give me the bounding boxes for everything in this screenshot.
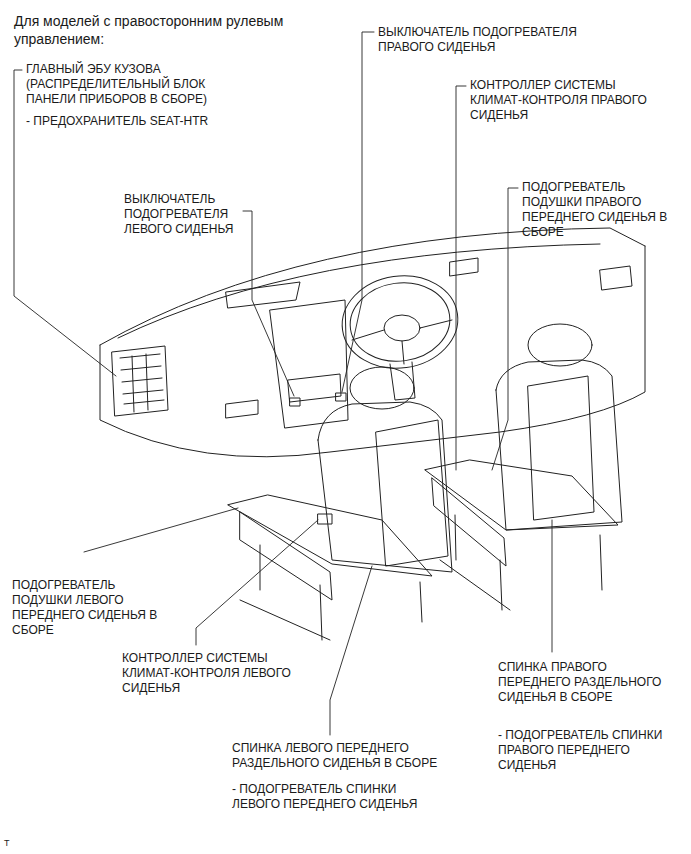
label-slot: ВЫКЛЮЧАТЕЛЬ ПОДОГРЕВАТЕЛЯ ЛЕВОГО СИДЕНЬЯ — [124, 192, 242, 237]
label-slot: СПИНКА ПРАВОГО ПЕРЕДНЕГО РАЗДЕЛЬНОГО СИД… — [498, 660, 668, 705]
part-label: КОНТРОЛЛЕР СИСТЕМЫ КЛИМАТ-КОНТРОЛЯ ЛЕВОГ… — [122, 651, 297, 696]
part-label: ГЛАВНЫЙ ЭБУ КУЗОВА (РАСПРЕДЕЛИТЕЛЬНЫЙ БЛ… — [26, 62, 241, 107]
steering-wheel — [336, 268, 464, 375]
dashboard — [270, 300, 348, 428]
body-ecu — [132, 354, 148, 412]
part-label: ВЫКЛЮЧАТЕЛЬ ПОДОГРЕВАТЕЛЯ ЛЕВОГО СИДЕНЬЯ — [124, 192, 242, 237]
right-front-seat — [432, 478, 506, 566]
part-sublabel: - ПОДОГРЕВАТЕЛЬ СПИНКИ ЛЕВОГО ПЕРЕДНЕГО … — [232, 782, 447, 812]
left-front-seat — [318, 402, 452, 572]
right-front-seat — [425, 460, 618, 530]
leader-line — [196, 520, 318, 645]
left-front-seat — [228, 495, 432, 576]
diagram-title: Для моделей с правосторонним рулевым упр… — [14, 12, 294, 48]
label-slot: ПОДОГРЕВАТЕЛЬ ПОДУШКИ ПРАВОГО ПЕРЕДНЕГО … — [522, 180, 682, 240]
label-slot: СПИНКА ЛЕВОГО ПЕРЕДНЕГО РАЗДЕЛЬНОГО СИДЕ… — [232, 741, 447, 771]
part-label: КОНТРОЛЛЕР СИСТЕМЫ КЛИМАТ-КОНТРОЛЯ ПРАВО… — [470, 78, 670, 123]
label-slot: ГЛАВНЫЙ ЭБУ КУЗОВА (РАСПРЕДЕЛИТЕЛЬНЫЙ БЛ… — [26, 62, 241, 107]
dashboard — [100, 228, 645, 457]
steering-wheel — [345, 276, 455, 367]
leader-line — [14, 32, 552, 735]
label-slot: ВЫКЛЮЧАТЕЛЬ ПОДОГРЕВАТЕЛЯ ПРАВОГО СИДЕНЬ… — [378, 25, 628, 55]
figure-code: T — [4, 838, 24, 848]
part-sublabel: - ПРЕДОХРАНИТЕЛЬ SEAT-HTR — [26, 114, 241, 129]
left-front-seat — [240, 512, 332, 600]
label-slot: T — [4, 838, 24, 848]
leader-line — [552, 520, 553, 652]
dashboard — [226, 282, 300, 308]
part-label: СПИНКА ЛЕВОГО ПЕРЕДНЕГО РАЗДЕЛЬНОГО СИДЕ… — [232, 741, 447, 771]
right-front-seat — [425, 324, 622, 610]
part-label: ПОДОГРЕВАТЕЛЬ ПОДУШКИ ЛЕВОГО ПЕРЕДНЕГО С… — [12, 578, 172, 638]
steering-wheel — [384, 315, 420, 341]
label-slot: - ПРЕДОХРАНИТЕЛЬ SEAT-HTR — [26, 114, 241, 129]
steering-wheel — [336, 268, 464, 400]
body-ecu — [120, 354, 164, 404]
left-front-seat — [318, 514, 332, 524]
label-slot: КОНТРОЛЛЕР СИСТЕМЫ КЛИМАТ-КОНТРОЛЯ ЛЕВОГ… — [122, 651, 297, 696]
leader-line — [243, 211, 294, 396]
dashboard — [450, 258, 478, 276]
title-slot: Для моделей с правосторонним рулевым упр… — [14, 12, 294, 48]
steering-wheel — [390, 362, 415, 400]
part-label: ПОДОГРЕВАТЕЛЬ ПОДУШКИ ПРАВОГО ПЕРЕДНЕГО … — [522, 180, 682, 240]
seat-switches — [290, 393, 346, 406]
left-front-seat — [228, 367, 452, 640]
label-slot: КОНТРОЛЛЕР СИСТЕМЫ КЛИМАТ-КОНТРОЛЯ ПРАВО… — [470, 78, 670, 123]
part-sublabel: - ПОДОГРЕВАТЕЛЬ СПИНКИ ПРАВОГО ПЕРЕДНЕГО… — [498, 728, 680, 773]
body-ecu — [112, 346, 168, 416]
leader-line — [330, 566, 372, 735]
dashboard — [100, 228, 645, 345]
label-slot: - ПОДОГРЕВАТЕЛЬ СПИНКИ ПРАВОГО ПЕРЕДНЕГО… — [498, 728, 680, 773]
left-front-seat — [376, 420, 448, 566]
dashboard — [226, 400, 258, 418]
right-front-seat — [440, 515, 602, 610]
part-label: ВЫКЛЮЧАТЕЛЬ ПОДОГРЕВАТЕЛЯ ПРАВОГО СИДЕНЬ… — [378, 25, 628, 55]
label-slot: ПОДОГРЕВАТЕЛЬ ПОДУШКИ ЛЕВОГО ПЕРЕДНЕГО С… — [12, 578, 172, 638]
body-ecu — [112, 346, 168, 416]
seat-switches — [290, 398, 300, 406]
leader-line — [456, 86, 466, 470]
leader-line — [492, 188, 518, 470]
leader-line — [342, 32, 374, 392]
seat-switches — [336, 393, 346, 401]
part-label: СПИНКА ПРАВОГО ПЕРЕДНЕГО РАЗДЕЛЬНОГО СИД… — [498, 660, 668, 705]
label-slot: - ПОДОГРЕВАТЕЛЬ СПИНКИ ЛЕВОГО ПЕРЕДНЕГО … — [232, 782, 447, 812]
leader-line — [84, 508, 238, 552]
steering-wheel — [352, 320, 452, 364]
dashboard — [100, 246, 645, 457]
right-front-seat — [496, 360, 622, 530]
dashboard — [600, 266, 632, 290]
right-front-seat — [528, 376, 594, 520]
left-front-seat — [240, 545, 422, 640]
